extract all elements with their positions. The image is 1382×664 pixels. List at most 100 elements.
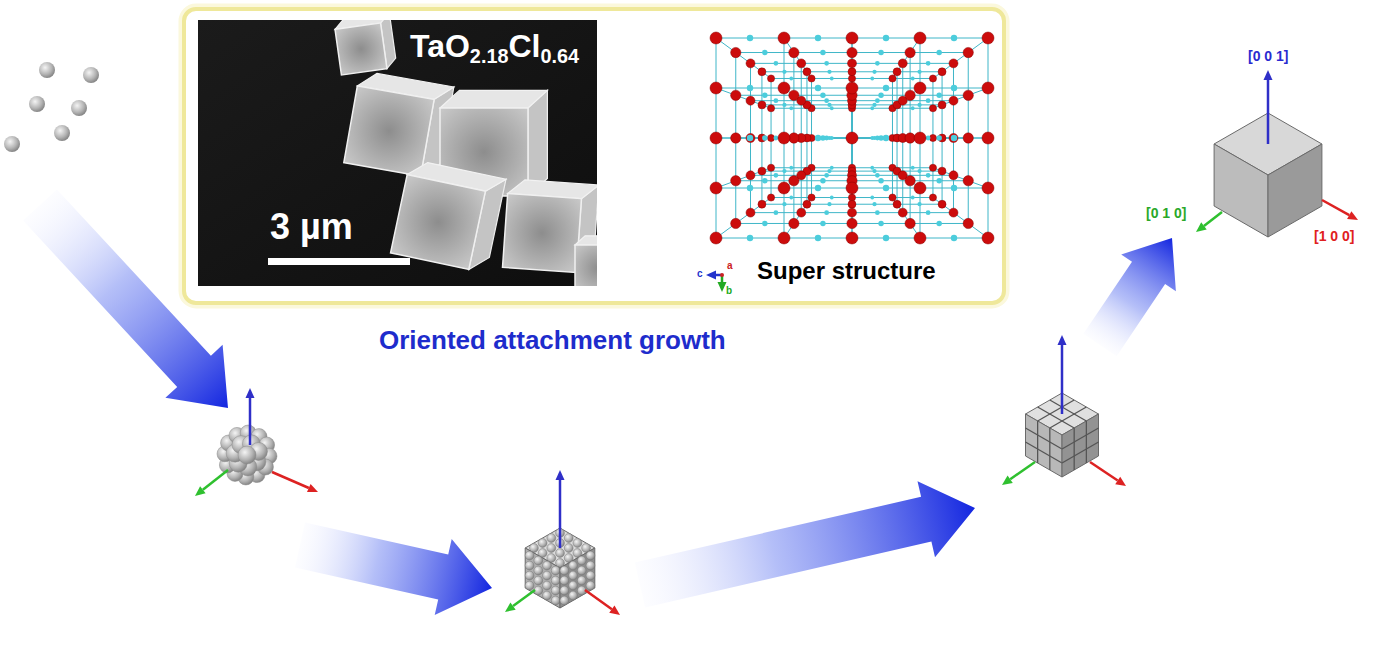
direction-label: [1 0 0]	[1314, 228, 1354, 244]
cube-bump	[577, 566, 586, 575]
axis-arrowhead	[556, 470, 565, 480]
atom-o	[762, 50, 767, 55]
structure-image: Super structure	[700, 25, 1000, 293]
atom-o	[815, 35, 821, 41]
atom-o	[824, 98, 829, 103]
grid-line	[1086, 421, 1087, 463]
axis-arrowhead	[1347, 211, 1358, 220]
axis-arrowhead	[307, 484, 318, 492]
atom-ta	[846, 132, 858, 144]
atom-ta	[938, 167, 946, 175]
axis-arrowhead	[246, 388, 255, 398]
atom-ta	[758, 167, 766, 175]
atom-ta	[847, 47, 857, 57]
cube-bump	[547, 544, 556, 553]
cube-bump	[543, 591, 552, 600]
bond	[750, 101, 751, 138]
atom-ta	[938, 101, 946, 109]
cube-bump	[525, 581, 534, 590]
cube-bump	[569, 561, 578, 570]
atom-ta	[846, 32, 858, 44]
atom-o	[875, 98, 880, 103]
grid-line	[1062, 442, 1099, 463]
atom-o	[773, 173, 778, 178]
atom-ta	[914, 132, 926, 144]
bond	[953, 138, 954, 175]
bond	[932, 168, 933, 198]
bond	[761, 105, 762, 138]
atom-o	[917, 202, 921, 206]
cube-bump	[560, 566, 569, 575]
bond	[771, 78, 772, 108]
atom-o	[820, 178, 825, 183]
structure-title: Super structure	[757, 257, 936, 285]
nanoparticle	[4, 136, 20, 152]
axis-arrowhead	[195, 486, 206, 496]
atom-ta	[847, 133, 857, 143]
atom-o	[747, 185, 753, 191]
axis-arrow	[1204, 212, 1222, 226]
direction-label: [0 0 1]	[1248, 48, 1288, 64]
atom-ta	[914, 82, 926, 94]
axis-arrowhead	[1264, 70, 1273, 80]
sem-cube	[575, 236, 597, 286]
bond	[793, 95, 794, 138]
axis-arrow	[559, 480, 562, 548]
atom-ta	[778, 182, 790, 194]
bond	[920, 188, 921, 238]
atom-o	[782, 103, 786, 107]
cube-bump	[551, 576, 560, 585]
axis-origin	[720, 273, 724, 277]
atom-o	[870, 106, 874, 110]
atom-ta	[898, 59, 907, 68]
grid-line	[1049, 428, 1050, 470]
bond	[771, 108, 772, 138]
bond	[793, 138, 794, 181]
atom-o	[773, 210, 778, 215]
atom-o	[878, 50, 883, 55]
atom-ta	[848, 59, 857, 68]
bond	[910, 181, 911, 224]
atom-ta	[982, 182, 994, 194]
atom-o	[875, 173, 880, 178]
bond	[910, 95, 911, 138]
atom-o	[782, 70, 786, 74]
bond	[932, 138, 933, 168]
atom-ta	[889, 75, 896, 82]
bond	[811, 78, 812, 108]
axis-arrow	[513, 590, 535, 606]
atom-ta	[797, 59, 806, 68]
sem-cube-top	[440, 90, 547, 108]
atom-o	[830, 196, 834, 200]
cube-bump	[560, 576, 569, 585]
subscript: 0.64	[540, 45, 579, 67]
atom-ta	[949, 208, 958, 217]
atom-ta	[847, 218, 857, 228]
atom-o	[789, 77, 793, 81]
cube-bump	[543, 561, 552, 570]
axis-letter: a	[727, 260, 733, 272]
axis-arrow	[1010, 462, 1035, 479]
cube-bump	[525, 551, 534, 560]
axis-arrow	[203, 470, 228, 490]
atom-o	[815, 135, 821, 141]
bond	[910, 138, 911, 181]
axis-arrow	[249, 398, 252, 445]
atom-o	[824, 210, 829, 215]
bond	[920, 88, 921, 138]
bond	[771, 138, 772, 168]
axis-arrowhead	[1115, 477, 1126, 486]
atom-ta	[767, 75, 774, 82]
axis-arrow	[585, 590, 612, 609]
cube-face	[1062, 414, 1099, 477]
bond	[942, 138, 943, 171]
axis-arrowhead	[1058, 335, 1067, 345]
atom-ta	[758, 68, 766, 76]
grid-line	[1074, 428, 1075, 470]
atom-ta	[731, 133, 741, 143]
axis-letter: b	[726, 285, 732, 297]
atom-ta	[789, 90, 799, 100]
atom-o	[762, 135, 767, 140]
bond	[892, 78, 893, 108]
